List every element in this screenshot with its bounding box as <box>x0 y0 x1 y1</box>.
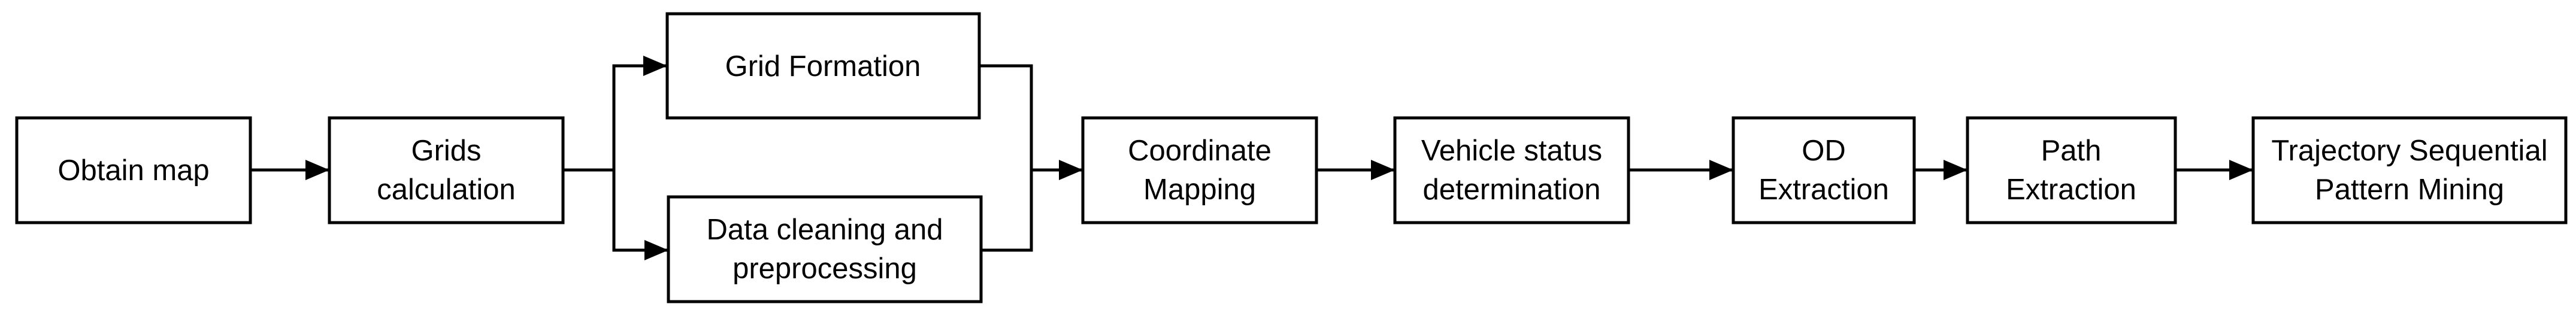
node-label-line-1: Data cleaning and <box>706 214 943 246</box>
node-label-line-2: Extraction <box>1758 174 1889 206</box>
edge-grids-calculation-to-grid-formation <box>563 56 667 172</box>
node-grid-formation: Grid Formation <box>665 12 981 120</box>
node-label-line-1: Coordinate <box>1128 135 1272 167</box>
node-label-line-2: Extraction <box>2006 174 2136 206</box>
node-od-extraction: OD Extraction <box>1732 116 1916 224</box>
node-vehicle-status: Vehicle status determination <box>1393 116 1630 224</box>
node-grids-calculation: Grids calculation <box>328 116 565 224</box>
edge-grids-calculation-to-data-cleaning <box>612 170 668 260</box>
node-label: Obtain map <box>57 154 209 187</box>
node-data-cleaning: Data cleaning and preprocessing <box>667 195 983 303</box>
node-coordinate-mapping: Coordinate Mapping <box>1081 116 1318 224</box>
node-label-line-1: Grids <box>411 135 481 167</box>
connectors <box>250 56 2253 260</box>
node-trajectory-mining: Trajectory Sequential Pattern Mining <box>2251 116 2568 224</box>
edge-grid-formation-to-coordinate-mapping <box>979 64 1083 180</box>
node-obtain-map: Obtain map <box>15 116 252 224</box>
node-label-line-1: Path <box>2041 135 2102 167</box>
node-path-extraction: Path Extraction <box>1966 116 2177 224</box>
node-label-line-1: Trajectory Sequential <box>2271 135 2547 167</box>
node-label-line-2: Pattern Mining <box>2315 174 2504 206</box>
node-label-line-1: Vehicle status <box>1421 135 1602 167</box>
node-label-line-2: preprocessing <box>732 253 917 285</box>
node-label-line-2: determination <box>1423 174 1601 206</box>
node-label-line-2: calculation <box>377 174 516 206</box>
edge-data-cleaning-to-coordinate-mapping <box>981 170 1033 252</box>
node-label: Grid Formation <box>725 50 921 83</box>
node-label-line-2: Mapping <box>1143 174 1256 206</box>
node-label-line-1: OD <box>1802 135 1846 167</box>
